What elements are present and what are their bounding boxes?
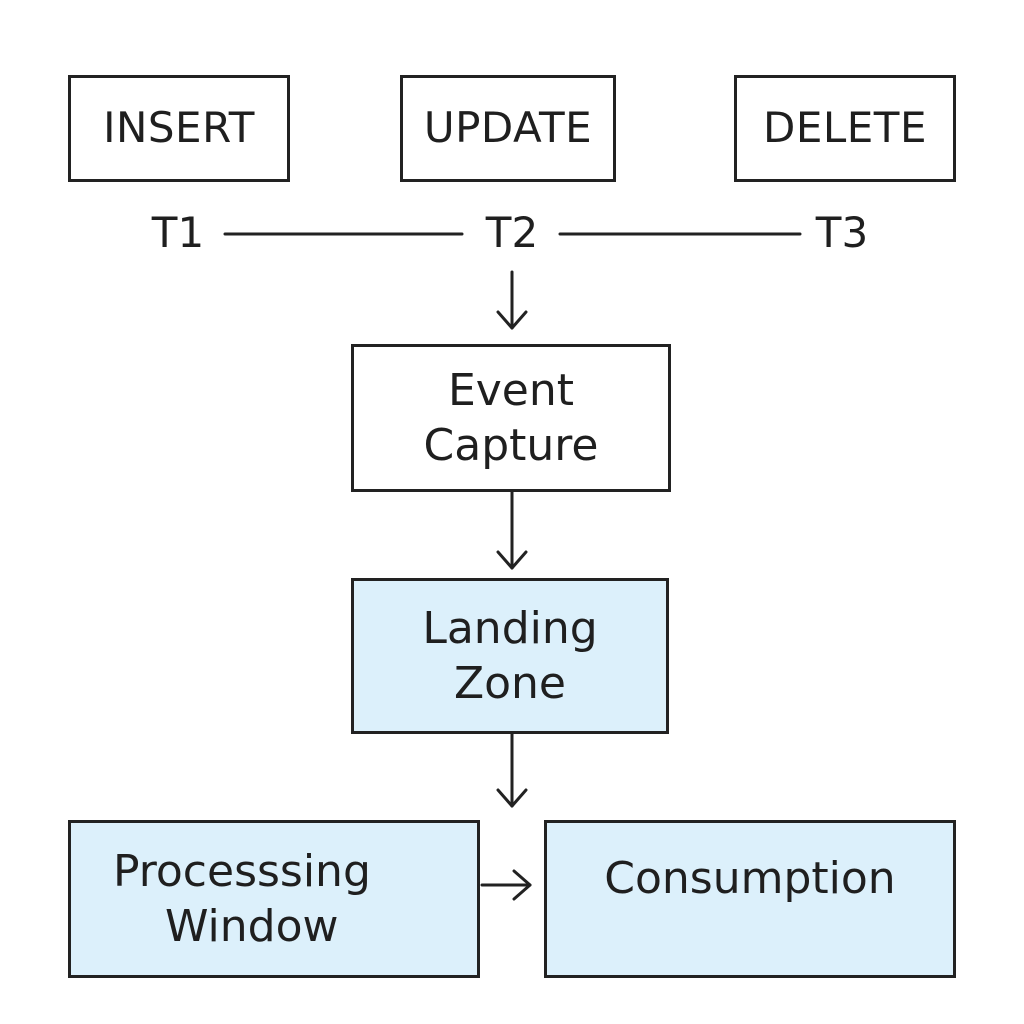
processing-window-line-1: Processsing [113,846,371,897]
timeline-t1: T1 [151,208,205,257]
timeline-t2: T2 [485,208,539,257]
event-capture-box: Event Capture [351,344,671,492]
insert-label: INSERT [103,103,255,153]
arrow-event-capture-to-landing-zone [496,490,528,570]
delete-box: DELETE [734,75,956,182]
arrow-processing-to-consumption [480,869,532,901]
insert-box: INSERT [68,75,290,182]
update-label: UPDATE [423,103,593,153]
event-capture-line-1: Event [447,365,575,416]
processing-window-box: Processsing Window [68,820,480,978]
arrow-landing-zone-to-processing [496,732,528,808]
arrow-t2-to-event-capture [496,270,528,330]
event-capture-line-2: Capture [423,420,599,471]
consumption-box: Consumption [544,820,956,978]
processing-window-line-2: Window [165,901,339,952]
consumption-label: Consumption [604,853,896,904]
landing-zone-line-2: Zone [453,658,567,709]
timeline-t3: T3 [815,208,869,257]
landing-zone-box: Landing Zone [351,578,669,734]
delete-label: DELETE [762,103,927,153]
landing-zone-line-1: Landing [422,603,598,654]
update-box: UPDATE [400,75,616,182]
